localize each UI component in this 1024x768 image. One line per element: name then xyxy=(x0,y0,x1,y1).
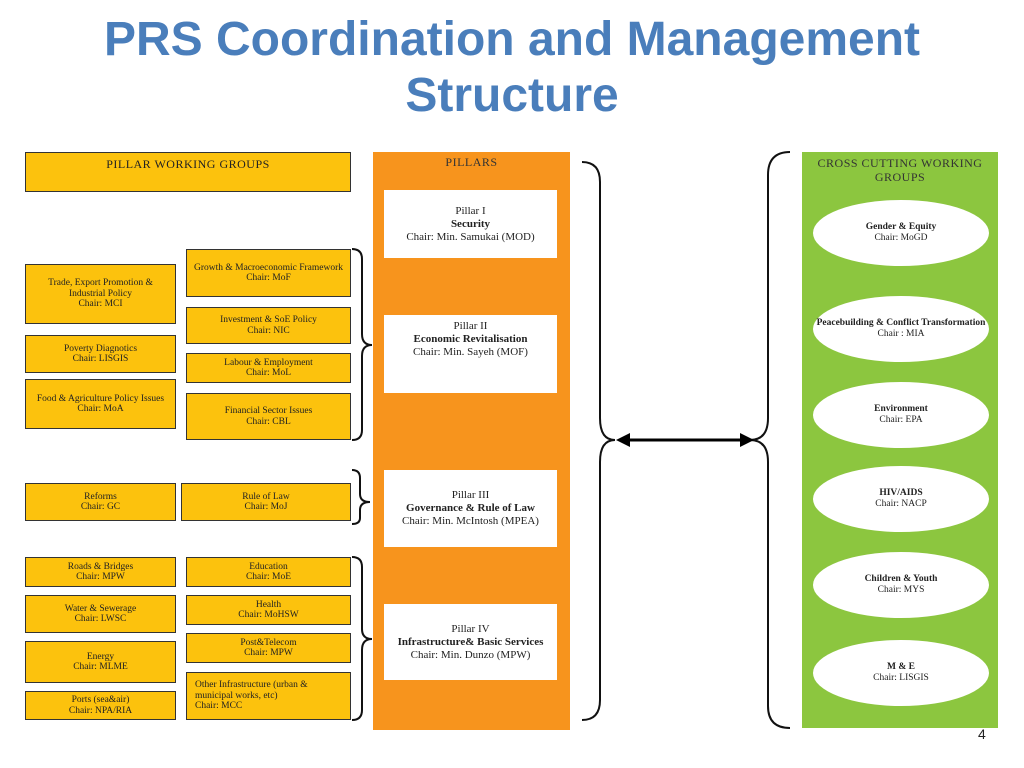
cross-cutting-environment: Environment Chair: EPA xyxy=(813,382,989,448)
group-name: Investment & SoE Policy xyxy=(220,315,317,325)
group-name: Reforms xyxy=(84,491,117,502)
group-chair: Chair: LWSC xyxy=(74,614,127,624)
group-name: Water & Sewerage xyxy=(64,603,137,614)
group-name: Poverty Diagnotics xyxy=(63,343,138,354)
group-box-growth: Growth & Macroeconomic Framework Chair: … xyxy=(186,249,351,297)
group-box-trade: Trade, Export Promotion & Industrial Pol… xyxy=(25,264,176,324)
group-name: Trade, Export Promotion & Industrial Pol… xyxy=(48,278,153,299)
group-chair: Chair: LISGIS xyxy=(72,354,129,364)
group-chair: Chair: CBL xyxy=(246,416,291,427)
oval-chair: Chair: LISGIS xyxy=(873,673,929,683)
pillar-name: Security xyxy=(450,217,491,230)
group-box-health: Health Chair: MoHSW xyxy=(186,595,351,625)
group-box-other-infrastructure: Other Infrastructure (urban & municipal … xyxy=(186,672,351,720)
cross-cutting-hiv: HIV/AIDS Chair: NACP xyxy=(813,466,989,532)
brace-pillar-2 xyxy=(351,248,373,441)
group-box-roads: Roads & Bridges Chair: MPW xyxy=(25,557,176,587)
header-label: PILLAR WORKING GROUPS xyxy=(106,157,270,171)
group-box-poverty: Poverty Diagnotics Chair: LISGIS xyxy=(25,335,176,373)
pillar-name: Economic Revitalisation xyxy=(413,333,528,345)
group-box-reforms: Reforms Chair: GC xyxy=(25,483,176,521)
cross-cutting-peacebuilding: Peacebuilding & Conflict Transformation … xyxy=(813,296,989,362)
oval-name: Peacebuilding & Conflict Transformation xyxy=(816,318,986,328)
oval-name: Children & Youth xyxy=(864,574,938,584)
page-title: PRS Coordination and Management Structur… xyxy=(103,13,921,122)
oval-name: HIV/AIDS xyxy=(879,488,923,498)
group-chair: Chair: MPW xyxy=(244,648,293,658)
oval-chair: Chair : MIA xyxy=(877,329,925,339)
group-name: Food & Agriculture Policy Issues xyxy=(36,393,165,404)
group-chair: Chair: MCC xyxy=(195,701,243,712)
group-box-investment: Investment & SoE Policy Chair: NIC xyxy=(186,307,351,344)
group-name: Health xyxy=(255,599,282,610)
pillar-chair: Chair: Min. Dunzo (MPW) xyxy=(410,648,531,661)
group-box-labour: Labour & Employment Chair: MoL xyxy=(186,353,351,383)
pillar-number: Pillar III xyxy=(451,489,490,501)
brace-cross-cutting xyxy=(749,151,791,729)
group-chair: Chair: MCI xyxy=(78,299,123,310)
group-chair: Chair: NIC xyxy=(247,325,290,336)
group-box-rule-of-law: Rule of Law Chair: MoJ xyxy=(181,483,351,521)
pillar-box-4: Pillar IV Infrastructure& Basic Services… xyxy=(384,604,557,680)
pillars-header: PILLARS xyxy=(445,155,498,169)
group-box-post: Post&Telecom Chair: MPW xyxy=(186,633,351,663)
pillar-name: Governance & Rule of Law xyxy=(406,502,535,514)
pillar-box-2: Pillar II Economic Revitalisation Chair:… xyxy=(384,315,557,393)
pillar-box-3: Pillar III Governance & Rule of Law Chai… xyxy=(384,470,557,547)
group-chair: Chair: MoE xyxy=(245,572,292,582)
pillar-chair: Chair: Min. McIntosh (MPEA) xyxy=(402,515,539,527)
group-chair: Chair: MLME xyxy=(73,662,128,672)
group-box-water: Water & Sewerage Chair: LWSC xyxy=(25,595,176,633)
cross-cutting-children: Children & Youth Chair: MYS xyxy=(813,552,989,618)
group-name: Post&Telecom xyxy=(240,637,297,648)
oval-name: M & E xyxy=(887,662,915,672)
oval-chair: Chair: MoGD xyxy=(874,233,928,243)
group-box-ports: Ports (sea&air) Chair: NPA/RIA xyxy=(25,691,176,720)
group-name: Roads & Bridges xyxy=(67,561,134,572)
group-name: Education xyxy=(249,561,288,572)
pillar-chair: Chair: Min. Sayeh (MOF) xyxy=(413,346,528,358)
group-name: Ports (sea&air) xyxy=(71,695,130,705)
pillar-name: Infrastructure& Basic Services xyxy=(397,635,544,648)
oval-name: Gender & Equity xyxy=(865,222,937,232)
group-name: Rule of Law xyxy=(242,491,290,502)
group-chair: Chair: NPA/RIA xyxy=(68,705,133,716)
group-name: Growth & Macroeconomic Framework xyxy=(193,262,344,273)
oval-name: Environment xyxy=(874,404,928,414)
group-name: Labour & Employment xyxy=(224,357,313,368)
group-chair: Chair: MoL xyxy=(245,368,292,378)
group-chair: Chair: MoHSW xyxy=(238,610,299,620)
group-name: Energy xyxy=(86,651,115,662)
oval-chair: Chair: EPA xyxy=(879,415,923,425)
oval-chair: Chair: MYS xyxy=(877,585,925,595)
pillar-number: Pillar I xyxy=(455,204,486,217)
cross-cutting-gender: Gender & Equity Chair: MoGD xyxy=(813,200,989,266)
page-number: 4 xyxy=(978,726,986,742)
group-box-energy: Energy Chair: MLME xyxy=(25,641,176,683)
group-chair: Chair: MoA xyxy=(77,404,124,414)
brace-pillar-3 xyxy=(351,469,371,525)
pillar-number: Pillar IV xyxy=(451,622,490,635)
brace-pillar-4 xyxy=(351,556,373,721)
pillar-working-groups-header: PILLAR WORKING GROUPS xyxy=(25,152,351,192)
oval-chair: Chair: NACP xyxy=(875,499,927,509)
pillar-chair: Chair: Min. Samukai (MOD) xyxy=(406,230,535,243)
group-box-food: Food & Agriculture Policy Issues Chair: … xyxy=(25,379,176,429)
group-chair: Chair: MoF xyxy=(246,273,291,283)
cross-cutting-me: M & E Chair: LISGIS xyxy=(813,640,989,706)
group-chair: Chair: MPW xyxy=(76,572,125,582)
group-name: Financial Sector Issues xyxy=(224,406,313,416)
pillar-number: Pillar II xyxy=(453,320,488,332)
pillar-box-1: Pillar I Security Chair: Min. Samukai (M… xyxy=(384,190,557,258)
group-name: Other Infrastructure (urban & municipal … xyxy=(195,680,308,701)
two-way-arrow xyxy=(616,433,754,447)
group-box-education: Education Chair: MoE xyxy=(186,557,351,587)
group-box-financial: Financial Sector Issues Chair: CBL xyxy=(186,393,351,440)
group-chair: Chair: GC xyxy=(80,502,121,512)
brace-pillars xyxy=(581,161,616,721)
cross-cutting-header: CROSS CUTTING WORKING GROUPS xyxy=(817,156,983,184)
group-chair: Chair: MoJ xyxy=(244,502,288,512)
